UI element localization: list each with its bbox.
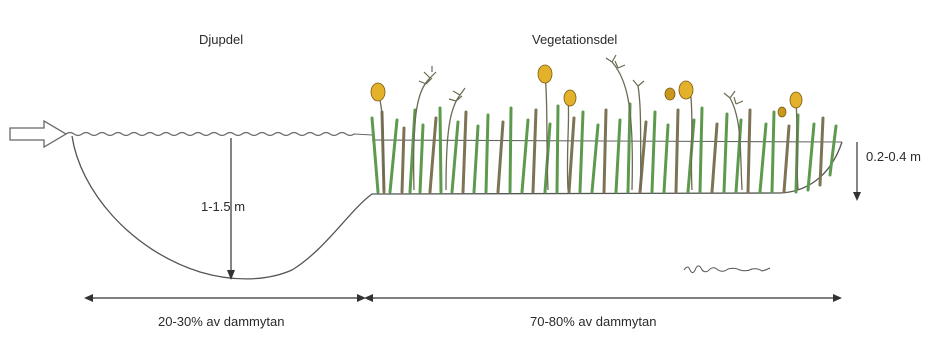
inflow-arrow-icon bbox=[10, 121, 66, 147]
deep-share-label: 20-30% av dammytan bbox=[158, 314, 284, 329]
reed-vegetation bbox=[372, 104, 836, 192]
vegetation-depth-label: 0.2-0.4 m bbox=[866, 149, 921, 164]
water-surface bbox=[66, 133, 372, 136]
fern-sprigs bbox=[419, 55, 743, 104]
dimension-arrow-vegetation bbox=[364, 294, 842, 302]
vegetation-share-label: 70-80% av dammytan bbox=[530, 314, 656, 329]
flower-stems bbox=[380, 62, 798, 190]
artist-signature bbox=[684, 266, 770, 273]
deep-section-title: Djupdel bbox=[199, 32, 243, 47]
water-surface-vegetation bbox=[372, 140, 842, 142]
dimension-arrow-deep bbox=[84, 294, 366, 302]
vegetation-depth-arrowhead bbox=[853, 192, 861, 201]
vegetation-section-title: Vegetationsdel bbox=[532, 32, 617, 47]
deep-depth-label: 1-1.5 m bbox=[201, 199, 245, 214]
